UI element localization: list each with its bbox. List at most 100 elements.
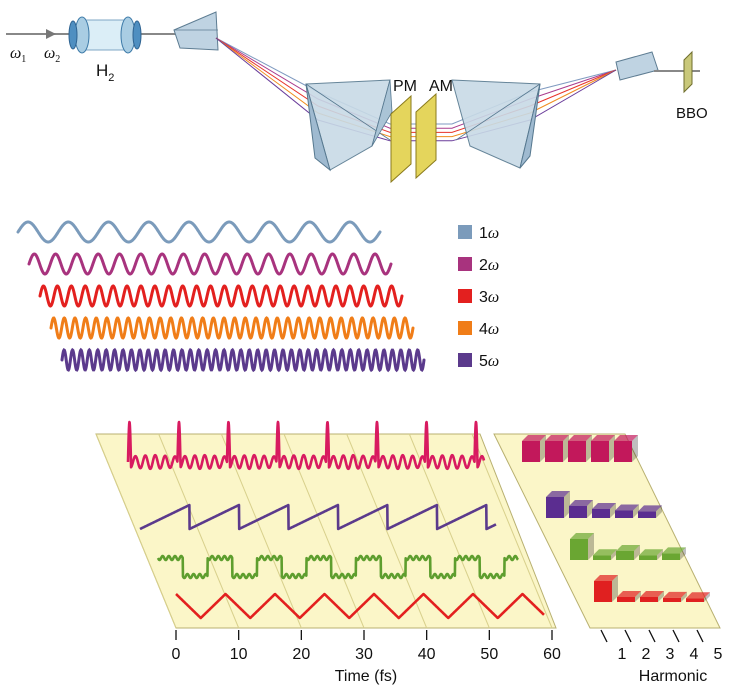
harmonic-bar <box>593 555 611 560</box>
wave-4omega <box>49 316 415 340</box>
legend-label: 2ω <box>479 257 499 274</box>
harmonic-tick-label: 2 <box>642 646 651 663</box>
harmonic-bar <box>546 497 564 518</box>
harmonic-axis-title: Harmonic <box>639 668 707 685</box>
harmonic-bar <box>545 441 563 462</box>
harmonic-bar <box>640 597 658 602</box>
harmonic-bar-top <box>617 591 641 598</box>
wave-5omega <box>60 347 426 373</box>
harmonic-bar-side <box>611 549 617 560</box>
time-tick-label: 60 <box>543 646 561 663</box>
time-tick-label: 40 <box>418 646 436 663</box>
harmonic-bar-top <box>639 549 663 556</box>
h2-label: H2 <box>96 61 114 84</box>
harmonic-bar-side <box>657 549 663 560</box>
trace-square <box>156 554 520 580</box>
harmonic-bar-side <box>704 592 710 602</box>
harmonic-bar-side <box>635 591 641 602</box>
harmonic-bar <box>639 555 657 560</box>
synthesized-traces <box>126 420 546 620</box>
harmonic-panel <box>493 433 721 629</box>
harmonic-bar-side <box>658 591 664 602</box>
harmonic-bar-side <box>634 545 640 560</box>
harmonic-bar-top <box>663 591 687 598</box>
harmonic-bar <box>614 441 632 462</box>
time-gridline <box>95 433 177 629</box>
prism-2 <box>615 51 659 81</box>
harmonic-bar <box>617 597 635 602</box>
harmonic-bar <box>522 441 540 462</box>
omega2-label: ω2 <box>44 45 60 65</box>
legend-label: 3ω <box>479 289 499 306</box>
harmonic-bar-top <box>594 575 618 581</box>
optical-setup: ω1 ω2 H2 PM AM BBO <box>6 11 708 184</box>
harmonic-bar-top <box>522 435 546 441</box>
harmonic-bar <box>638 511 656 518</box>
harmonic-bar-side <box>563 435 569 462</box>
harmonic-bar-top <box>686 592 710 599</box>
harmonic-bar <box>616 551 634 560</box>
harmonic-bar-side <box>680 547 686 560</box>
harmonic-bar-top <box>569 500 593 506</box>
legend-label: 5ω <box>479 353 499 370</box>
harmonic-bar-top <box>593 549 617 556</box>
harmonic-bar-top <box>662 547 686 554</box>
time-axis-title: Time (fs) <box>335 668 398 685</box>
trace-sawtooth <box>138 503 498 531</box>
legend-swatch <box>458 321 472 335</box>
wave-3omega <box>38 284 404 308</box>
harmonic-bar-side <box>612 575 618 602</box>
time-gridline <box>471 433 553 629</box>
h2-cell <box>68 16 142 54</box>
harmonic-bar <box>568 441 586 462</box>
harmonic-bar-side <box>540 435 546 462</box>
harmonic-bar-top <box>616 545 640 552</box>
harmonic-bar-top <box>568 435 592 441</box>
bbo-crystal <box>683 50 693 94</box>
prism-1 <box>173 11 219 51</box>
harmonic-bars <box>522 435 710 602</box>
harmonic-bar-top <box>545 435 569 441</box>
amplitude-modulator-plate <box>415 92 437 180</box>
prism-pair-left <box>305 79 393 172</box>
harmonic-bar-top <box>570 533 594 539</box>
harmonic-bar-side <box>610 503 616 518</box>
trace-pulse <box>126 420 486 471</box>
legend-swatch <box>458 225 472 239</box>
time-tick-label: 10 <box>230 646 248 663</box>
harmonic-tick-label: 4 <box>690 646 699 663</box>
bbo-label: BBO <box>676 105 708 122</box>
legend-label: 1ω <box>479 225 499 242</box>
harmonic-bar <box>570 539 588 560</box>
harmonic-bar-top <box>614 435 638 441</box>
harmonic-bar <box>662 553 680 560</box>
time-gridline <box>220 433 302 629</box>
harmonic-tick-label: 5 <box>714 646 723 663</box>
harmonic-tick <box>600 629 608 643</box>
time-tick-label: 50 <box>480 646 498 663</box>
harmonic-bar-side <box>633 504 639 518</box>
harmonic-waves <box>16 220 426 373</box>
omega1-label: ω1 <box>10 45 26 65</box>
harmonic-bar <box>686 598 704 602</box>
harmonic-bar <box>591 441 609 462</box>
time-tick-label: 0 <box>172 646 181 663</box>
time-panel <box>95 433 557 629</box>
harmonic-tick <box>648 629 656 643</box>
wave-2omega <box>27 252 393 276</box>
harmonic-bar <box>592 509 610 518</box>
harmonic-bar-top <box>640 591 664 598</box>
harmonic-bar-side <box>656 505 662 518</box>
legend-swatch <box>458 289 472 303</box>
harmonic-bar-top <box>591 435 615 441</box>
prism-pair-right <box>451 79 541 169</box>
harmonic-bar-side <box>587 500 593 518</box>
pm-label: PM <box>393 78 417 95</box>
harmonic-tick <box>624 629 632 643</box>
wave-1omega <box>16 220 382 244</box>
time-tick-label: 20 <box>292 646 310 663</box>
